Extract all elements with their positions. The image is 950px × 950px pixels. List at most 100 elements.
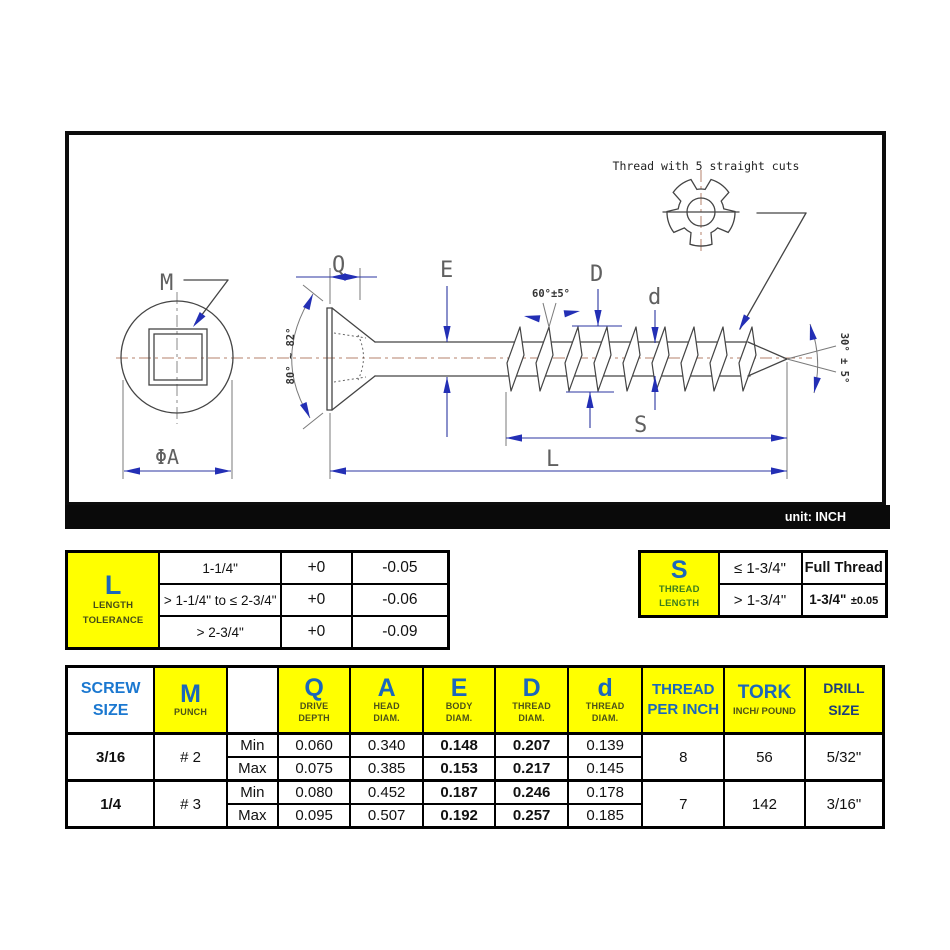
l-table-sub1: LENGTH: [92, 600, 134, 612]
dim-label-d-minor: d: [648, 285, 661, 310]
l-range-2: > 2-3/4": [158, 615, 283, 650]
s-value-1-tol: ±0.05: [850, 595, 879, 607]
m-letter: M: [180, 680, 201, 709]
col-header-d-minor: d THREAD DIAM.: [566, 665, 644, 735]
spec-row-316-min: 3/16 # 2 Min 0.060 0.340 0.148 0.207 0.1…: [65, 732, 885, 782]
l-plus-1: +0: [280, 583, 353, 617]
spec-table-wrap: SCREW SIZE M PUNCH Q DRIVE DEPTH A HEAD …: [65, 665, 885, 829]
dmaj-max-14: 0.257: [494, 803, 569, 829]
q-sub1: DRIVE: [299, 701, 329, 712]
a-letter: A: [377, 674, 396, 703]
tork-sub: INCH/ POUND: [733, 706, 796, 718]
q-sub2: DEPTH: [298, 713, 330, 724]
tpi-line1: THREAD: [652, 680, 715, 698]
l-minus-0: -0.05: [350, 550, 450, 585]
col-header-m: M PUNCH: [153, 665, 228, 735]
centerlines: [116, 170, 812, 424]
drill-316: 5/32": [803, 732, 885, 782]
l-tolerance-table: L LENGTH TOLERANCE 1-1/4" +0 -0.05 > 1-1…: [65, 550, 450, 650]
screw-size-line1: SCREW: [80, 680, 141, 698]
cuts-note-label: Thread with 5 straight cuts: [613, 159, 800, 173]
minmax-label: Min: [225, 779, 279, 805]
tork-316: 56: [723, 732, 806, 782]
col-header-d-major: D THREAD DIAM.: [494, 665, 569, 735]
tork-14: 142: [723, 779, 806, 829]
unit-bar: unit: INCH: [65, 505, 890, 529]
s-thread-table: S THREAD LENGTH ≤ 1-3/4" Full Thread > 1…: [638, 550, 888, 618]
minmax-label: Max: [225, 803, 279, 829]
q-max-316: 0.075: [276, 756, 352, 782]
tork-letter: TORK: [737, 681, 792, 703]
dim-label-s: S: [634, 413, 647, 438]
e-letter: E: [450, 674, 468, 703]
s-range-0: ≤ 1-3/4": [717, 550, 803, 585]
dim-label-phi-a: ΦA: [155, 445, 179, 469]
thread-teeth: [506, 326, 757, 392]
l-minus-1: -0.06: [350, 583, 450, 617]
d-major-sub2: DIAM.: [518, 713, 545, 724]
s-range-1: > 1-3/4": [717, 583, 803, 618]
dmin-max-316: 0.145: [566, 756, 644, 782]
q-min-14: 0.080: [276, 779, 352, 805]
l-minus-2: -0.09: [350, 615, 450, 650]
d-minor-sub1: THREAD: [585, 701, 625, 712]
spec-row-14-min: 1/4 # 3 Min 0.080 0.452 0.187 0.246 0.17…: [65, 779, 885, 829]
col-header-screw-size: SCREW SIZE: [65, 665, 156, 735]
size-316: 3/16: [65, 732, 156, 782]
drill-14: 3/16": [803, 779, 885, 829]
dim-label-m: M: [160, 271, 173, 296]
drill-line2: SIZE: [828, 702, 860, 718]
spec-header-row: SCREW SIZE M PUNCH Q DRIVE DEPTH A HEAD …: [65, 665, 885, 735]
dmaj-max-316: 0.217: [494, 756, 569, 782]
technical-drawing-frame: .ln{stroke:#444;stroke-width:1.3;fill:no…: [65, 131, 886, 506]
dmin-min-316: 0.139: [566, 732, 644, 758]
dmaj-min-14: 0.246: [494, 779, 569, 805]
e-max-14: 0.192: [421, 803, 497, 829]
e-max-316: 0.153: [421, 756, 497, 782]
thread-cross-section: [662, 178, 807, 330]
flank-angle-label: 60°±5°: [532, 288, 570, 300]
spec-row-14-max: Max 0.095 0.507 0.192 0.257 0.185: [67, 803, 884, 829]
col-header-drill: DRILL SIZE: [803, 665, 885, 735]
drill-line1: DRILL: [823, 680, 865, 697]
d-major-sub1: THREAD: [512, 701, 551, 712]
s-table-header: S THREAD LENGTH: [638, 550, 720, 618]
screw-size-line2: SIZE: [92, 702, 129, 719]
q-min-316: 0.060: [276, 732, 352, 758]
dmin-max-14: 0.185: [566, 803, 644, 829]
a-sub1: HEAD: [373, 701, 400, 712]
e-sub1: BODY: [445, 701, 473, 712]
col-header-tork: TORK INCH/ POUND: [723, 665, 806, 735]
s-value-0: Full Thread: [800, 550, 888, 585]
tip-angle-label: 30° ± 5°: [838, 333, 850, 384]
l-table-sub2: TOLERANCE: [82, 614, 144, 626]
col-header-tpi: THREAD PER INCH: [641, 665, 726, 735]
dmaj-min-316: 0.207: [494, 732, 569, 758]
dim-label-l: L: [546, 447, 559, 472]
l-table-header: L LENGTH TOLERANCE: [65, 550, 161, 650]
size-14: 1/4: [65, 779, 156, 829]
l-range-0: 1-1/4": [158, 550, 283, 585]
minmax-label: Max: [225, 756, 279, 782]
dmin-min-14: 0.178: [566, 779, 644, 805]
m-sub: PUNCH: [174, 707, 208, 718]
col-header-minmax-empty: [225, 665, 279, 735]
dim-label-e: E: [440, 258, 453, 283]
tpi-14: 7: [641, 779, 726, 829]
e-min-316: 0.148: [421, 732, 497, 758]
s-value-1-main: 1-3/4": [809, 592, 847, 607]
spec-table: SCREW SIZE M PUNCH Q DRIVE DEPTH A HEAD …: [65, 665, 885, 829]
dim-label-q: Q: [332, 253, 345, 278]
technical-drawing: .ln{stroke:#444;stroke-width:1.3;fill:no…: [116, 159, 850, 479]
d-major-letter: D: [522, 674, 541, 703]
l-plus-0: +0: [280, 550, 353, 585]
col-header-a: A HEAD DIAM.: [349, 665, 424, 735]
l-range-1: > 1-1/4" to ≤ 2-3/4": [158, 583, 283, 617]
s-table-letter: S: [670, 555, 688, 584]
a-max-316: 0.385: [349, 756, 424, 782]
tpi-line2: PER INCH: [647, 701, 720, 718]
s-value-1: 1-3/4" ±0.05: [800, 583, 888, 618]
punch-316: # 2: [153, 732, 228, 782]
punch-14: # 3: [153, 779, 228, 829]
minmax-label: Min: [225, 732, 279, 758]
